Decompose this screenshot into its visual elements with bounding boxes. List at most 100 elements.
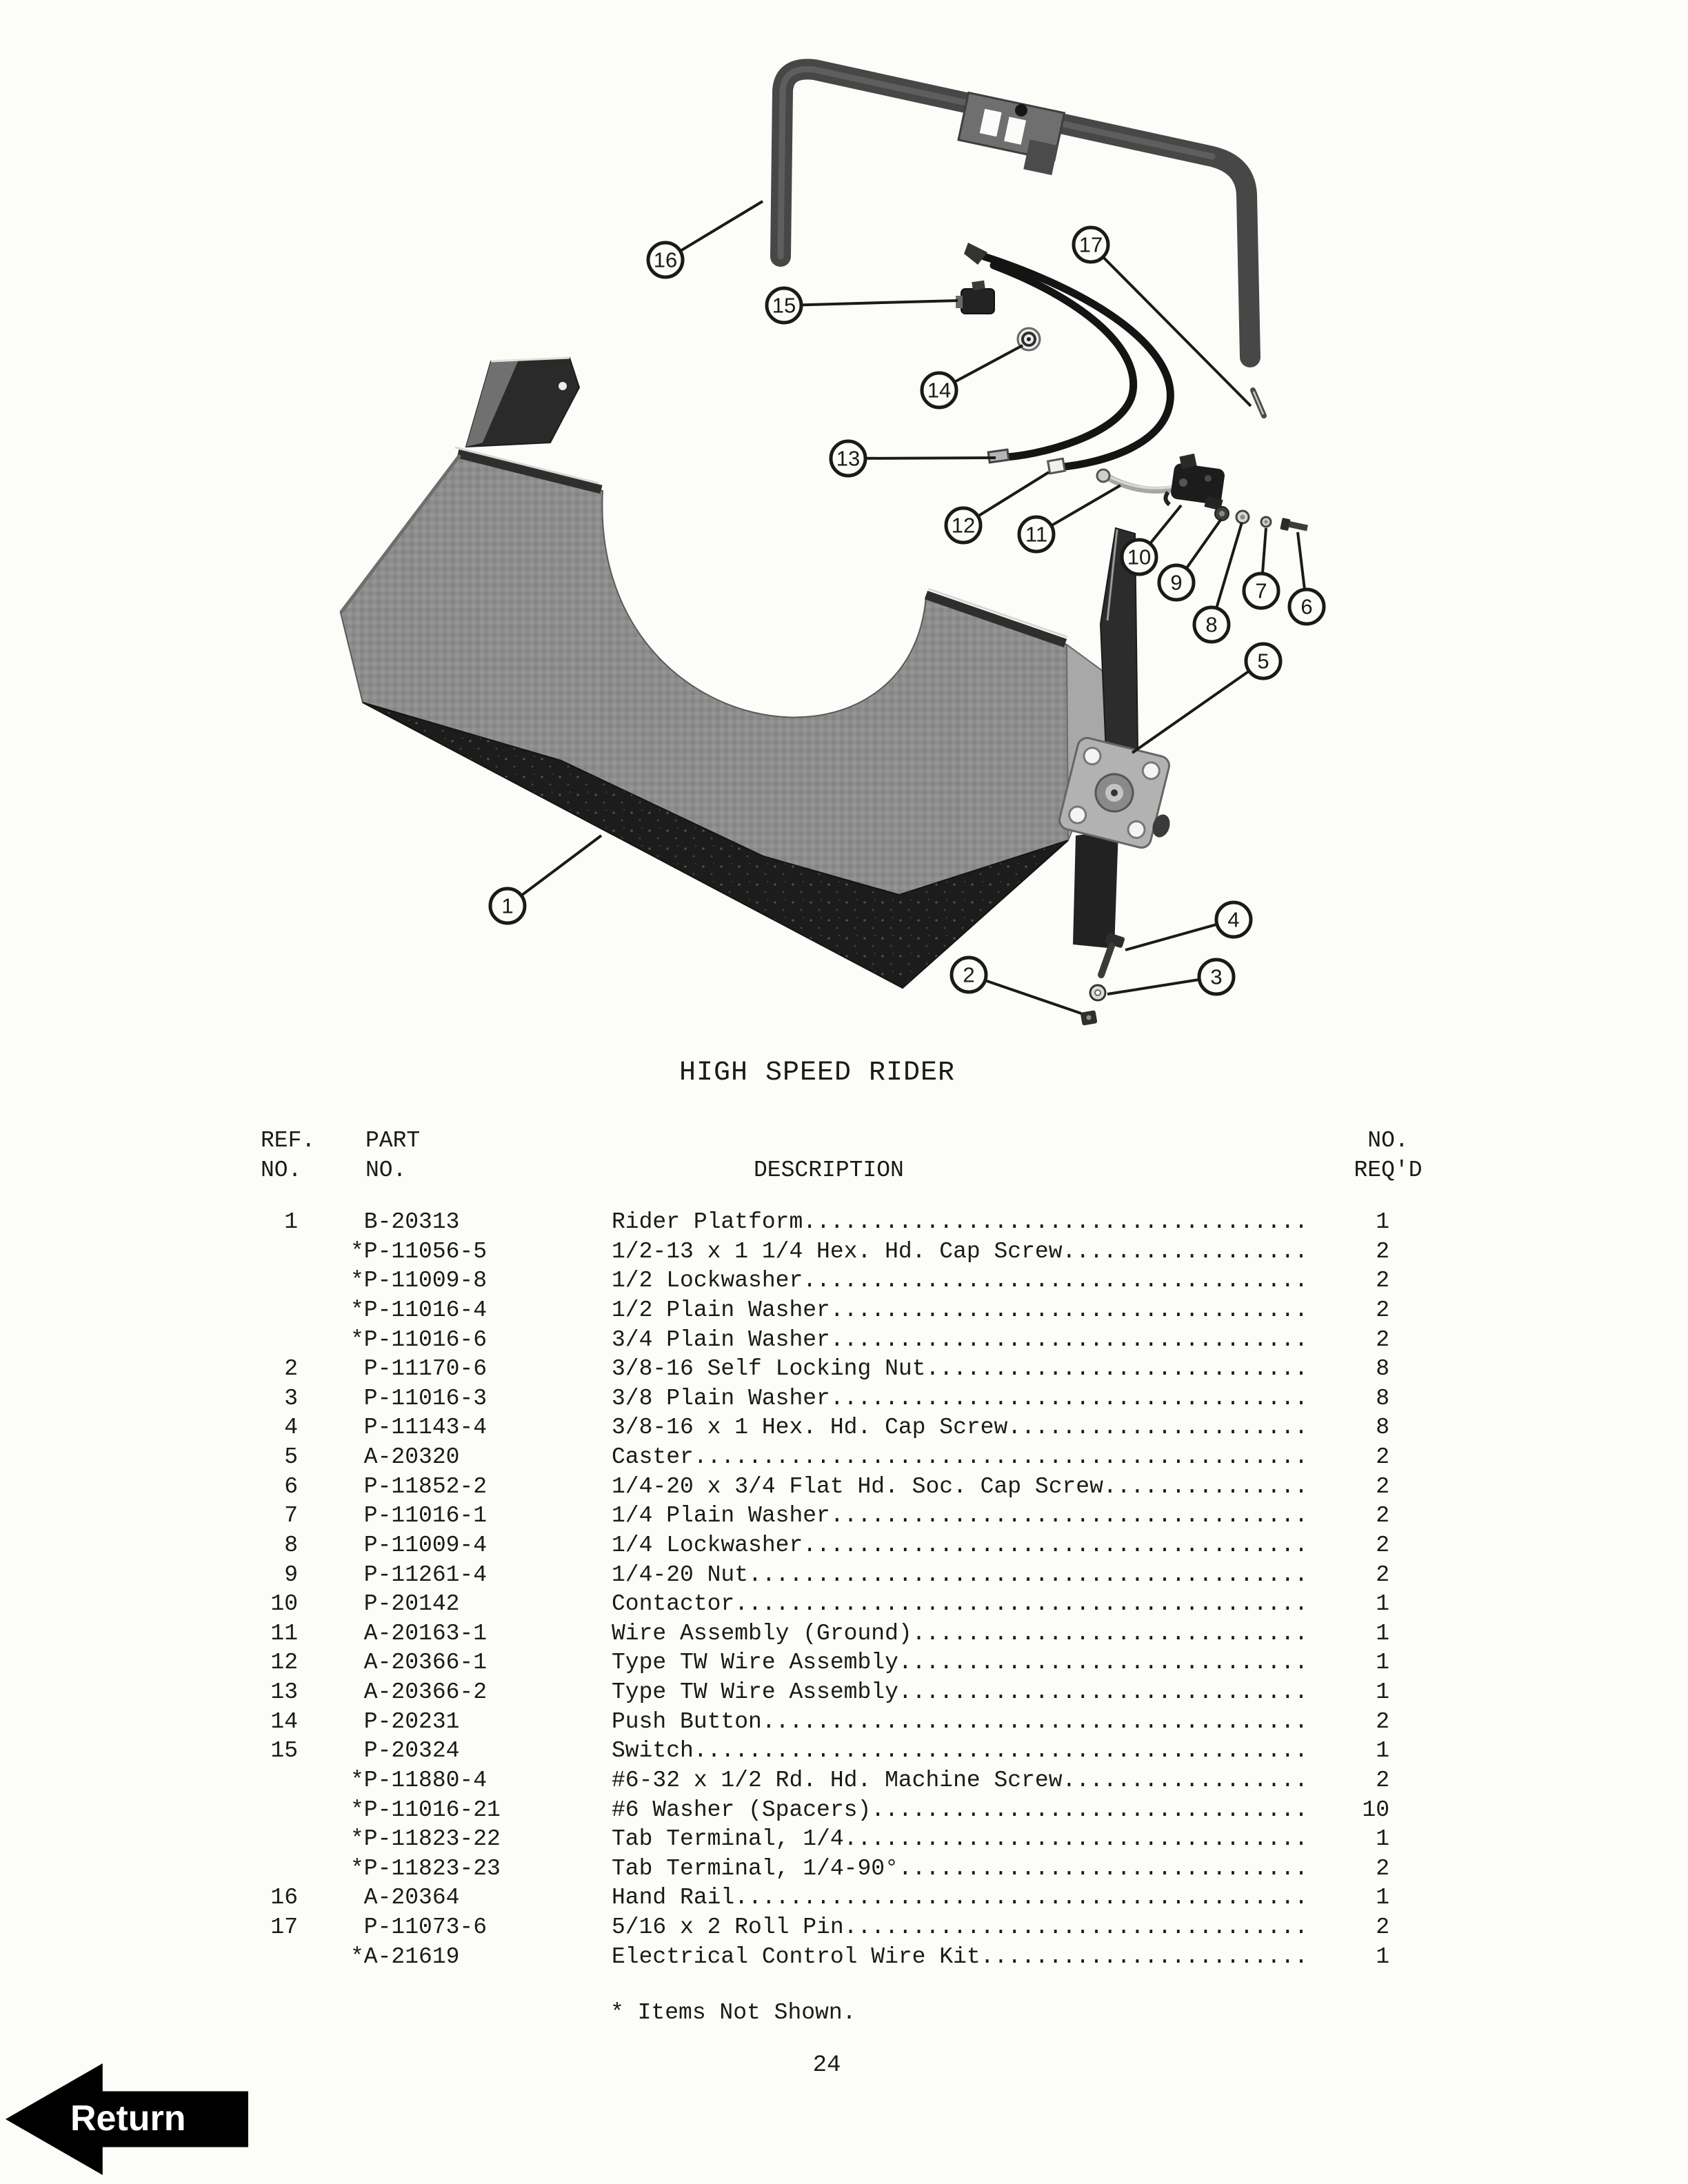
cell-ref-no: 9 [284,1561,298,1588]
callout-circle [1120,538,1158,576]
cell-qty-reqd: 2 [1376,1503,1389,1529]
dot-leader: ........................................… [803,1268,1307,1294]
dot-leader: ........................................… [1007,1415,1307,1441]
return-button[interactable]: Return [6,2063,248,2175]
table-row: *P-11016-21#6 Washer (Spacers) .........… [207,1796,1389,1826]
callout-7: 7 [1242,527,1280,610]
cell-part-no: A-20366-2 [350,1679,488,1705]
cell-description: 3/8 Plain Washer [612,1385,830,1411]
figure-title: HIGH SPEED RIDER [679,1058,956,1089]
cell-part-no: P-20324 [350,1738,460,1764]
tw-wire-assembly [964,243,1174,475]
plain-washer [1260,516,1272,528]
cell-description: 1/4 Plain Washer [612,1503,830,1529]
cell-qty-reqd: 1 [1376,1209,1389,1235]
wire-top-lug [964,243,987,265]
roll-pin [1250,387,1267,418]
platform-rear-flap [465,356,581,448]
callout-number: 17 [1079,233,1103,257]
cell-ref-no: 17 [270,1914,298,1940]
cell-part-no: *P-11009-8 [350,1268,488,1294]
cell-ref-no: 15 [270,1738,298,1764]
cell-qty-reqd: 2 [1376,1444,1389,1470]
cell-description: Wire Assembly (Ground) [612,1620,912,1646]
cell-ref-no: 12 [270,1650,298,1676]
cell-ref-no: 5 [284,1444,298,1470]
callout-17: 17 [1072,225,1252,407]
dot-leader: ........................................… [693,1738,1307,1764]
platform-rim-right [924,590,1067,648]
dot-leader: ........................................… [693,1444,1307,1470]
cell-ref-no [207,1296,298,1326]
cell-qty-reqd: 1 [1376,1826,1389,1852]
callout-number: 16 [654,248,677,272]
dot-leader: ........................................… [734,1591,1307,1617]
dot-leader: ........................................… [803,1532,1307,1558]
contactor [1163,453,1225,511]
cell-qty-reqd: 8 [1376,1356,1389,1382]
cell-qty-reqd: 2 [1376,1297,1389,1323]
callout-circle [1214,900,1253,939]
callout-11: 11 [1017,484,1122,554]
cell-part-no: *A-21619 [350,1943,460,1970]
callout-number: 13 [836,447,860,471]
callout-circle [944,506,983,545]
cell-description: Contactor [612,1591,735,1617]
cell-description: 5/16 x 2 Roll Pin [612,1914,844,1940]
cell-ref-no: 14 [270,1708,298,1735]
cell-qty-reqd: 2 [1376,1561,1389,1588]
callout-5: 5 [1131,642,1283,754]
dot-leader: ........................................… [830,1503,1307,1529]
flat-head-cap-screw [1280,518,1308,532]
platform-top-surface [339,454,1131,989]
callout-number: 7 [1255,579,1267,603]
callout-number: 15 [772,294,796,318]
callout-number: 2 [963,963,974,987]
cell-ref-no: 7 [284,1503,298,1529]
callout-number: 14 [927,378,951,403]
dot-leader: ........................................… [898,1679,1307,1705]
cell-part-no: P-11143-4 [350,1415,488,1441]
callout-circle [488,887,527,925]
dot-leader: ........................................… [748,1561,1307,1588]
cell-ref-no [207,1766,298,1796]
cell-part-no: P-11016-1 [350,1503,488,1529]
callout-circle [646,241,685,279]
cell-ref-no: 1 [284,1209,298,1235]
cell-part-no: P-11261-4 [350,1561,488,1588]
dot-leader: ........................................… [898,1650,1307,1676]
cell-description: 1/2 Plain Washer [612,1297,830,1323]
callout-leader-line [1131,660,1265,754]
switch [956,280,995,314]
cell-part-no: A-20163-1 [350,1620,488,1646]
cell-ref-no: 2 [284,1356,298,1382]
cell-description: Type TW Wire Assembly [612,1650,898,1676]
cell-description: Hand Rail [612,1885,735,1911]
cell-qty-reqd: 1 [1376,1738,1389,1764]
cell-qty-reqd: 8 [1376,1415,1389,1441]
cell-part-no: P-11852-2 [350,1473,488,1499]
callout-number: 11 [1025,523,1047,547]
cell-qty-reqd: 2 [1376,1532,1389,1558]
dot-leader: ........................................… [830,1385,1307,1411]
cell-ref-no: 10 [270,1591,298,1617]
cell-description: 3/4 Plain Washer [612,1326,830,1353]
cell-part-no: A-20364 [350,1885,460,1911]
column-header-ref: REF. NO. [261,1128,316,1183]
cell-qty-reqd: 1 [1376,1650,1389,1676]
cell-part-no: P-11073-6 [350,1914,488,1940]
cell-description: Type TW Wire Assembly [612,1679,898,1705]
dot-leader: ........................................… [1062,1238,1307,1264]
bracket-hole [979,108,1002,137]
cell-qty-reqd: 1 [1376,1591,1389,1617]
cell-part-no: A-20366-1 [350,1650,488,1676]
cell-qty-reqd: 1 [1376,1943,1389,1970]
dot-leader: ........................................… [843,1826,1307,1852]
